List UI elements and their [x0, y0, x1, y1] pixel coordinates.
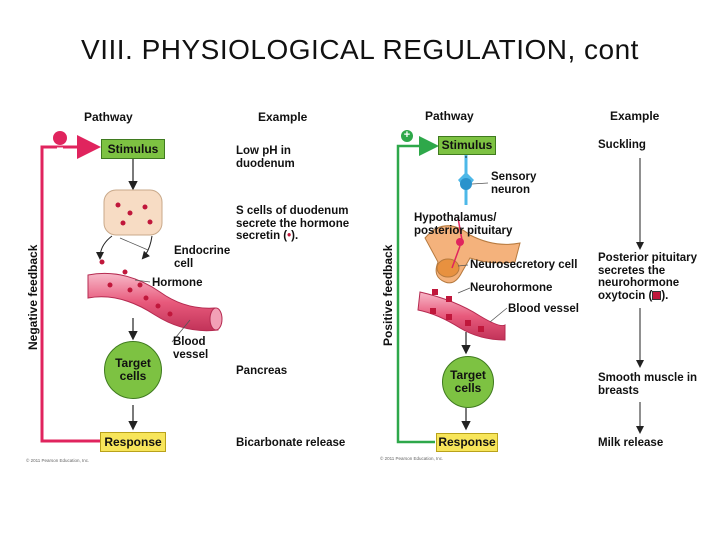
plus-badge	[401, 130, 413, 142]
left-pathway-header: Pathway	[84, 110, 133, 124]
left-stimulus-box: Stimulus	[101, 139, 165, 159]
right-example-target: Smooth muscle in breasts	[598, 372, 698, 397]
plus-sign: +	[403, 129, 411, 141]
positive-feedback-loop	[396, 136, 439, 444]
right-example-header: Example	[610, 109, 660, 123]
left-blood-vessel-label: Blood vessel	[173, 336, 209, 361]
right-blood-vessel-shape	[417, 291, 506, 341]
right-target-cells: Target cells	[442, 356, 494, 408]
left-target-cells: Target cells	[104, 341, 162, 399]
left-example-cells: S cells of duodenum secrete the hormone …	[236, 205, 350, 242]
neurosecretory-cell-label: Neurosecretory cell	[470, 259, 578, 271]
right-stimulus-box: Stimulus	[438, 136, 496, 155]
right-response-box: Response	[436, 433, 498, 452]
minus-sign: −	[56, 141, 64, 155]
left-copyright: © 2011 Pearson Education, Inc.	[26, 458, 90, 463]
left-example-target: Pancreas	[236, 365, 288, 377]
hypothalamus-label: Hypothalamus/ posterior pituitary	[414, 212, 513, 237]
endocrine-cell-label: Endocrine cell	[174, 245, 231, 270]
right-copyright: © 2011 Pearson Education, Inc.	[380, 456, 444, 461]
right-example-response: Milk release	[598, 437, 664, 449]
negative-feedback-loop	[40, 135, 101, 443]
left-example-response: Bicarbonate release	[236, 437, 346, 449]
right-example-stimulus: Suckling	[598, 139, 646, 151]
right-example-pituitary: Posterior pituitary secretes the neuroho…	[598, 252, 698, 302]
right-pathway-header: Pathway	[425, 109, 474, 123]
sensory-neuron-label: Sensory neuron	[491, 171, 537, 196]
left-example-header: Example	[258, 110, 308, 124]
hormone-label: Hormone	[152, 277, 203, 289]
minus-badge	[53, 131, 67, 145]
neurohormone-label: Neurohormone	[470, 282, 553, 294]
left-example-stimulus: Low pH in duodenum	[236, 145, 295, 170]
left-response-box: Response	[100, 432, 166, 452]
negative-feedback-label: Negative feedback	[26, 244, 40, 350]
endocrine-cell-shape	[103, 189, 163, 236]
slide-title: VIII. PHYSIOLOGICAL REGULATION, cont	[81, 34, 639, 65]
right-blood-vessel-label: Blood vessel	[508, 303, 579, 315]
positive-feedback-label: Positive feedback	[381, 244, 395, 346]
